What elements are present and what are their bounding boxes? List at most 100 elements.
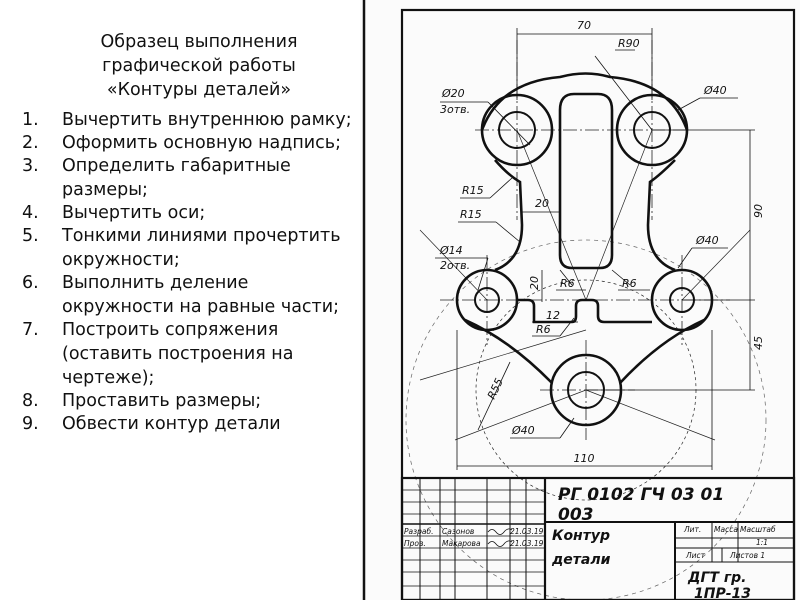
step-number: 3. [22,156,39,176]
step-number: 8. [22,391,39,411]
scale-value: 1:1 [756,538,768,547]
step-item: 6. Выполнить деление окружности на равные… [22,271,352,319]
dim-r15-a-text: R15 [462,184,484,197]
leader-d40-top [677,97,701,111]
col-scale-label: Масштаб [740,525,776,534]
dim-20-left-text: 20 [528,276,541,290]
date-check: 21.03.19 [510,539,544,548]
step-item: 2.Оформить основную надпись; [22,131,352,155]
dim-12-text: 12 [546,309,560,322]
step-text: Проставить размеры; [62,391,262,411]
hole-mid-left [474,287,500,313]
title-line-2: графической работы [102,56,296,76]
ray-6 [681,229,751,301]
group-label: ДГТ гр. [687,570,746,586]
step-text: Определить габаритные размеры; [62,156,291,200]
lower-left-arc [464,318,553,384]
dim-70-text: 70 [577,19,591,32]
step-number: 7. [22,320,39,340]
col-lit-label: Лит. [683,525,701,534]
center-lines [440,40,730,440]
role-dev: Разраб. [404,527,433,536]
leader-d40-bottom [559,417,575,439]
sheets-label: Листов 1 [729,551,765,560]
ray-3 [516,129,587,301]
signature-dev [487,528,513,535]
dim-90-text: 90 [752,204,765,218]
leader-r6-c [559,317,575,337]
date-dev: 21.03.19 [510,527,544,536]
step-text: Обвести контур детали [62,414,281,434]
role-check: Пров. [404,539,426,548]
step-number: 4. [22,203,39,223]
step-text: Тонкими линиями прочертить окружности; [62,226,341,270]
step-number: 9. [22,414,39,434]
title-block-grid [400,476,796,600]
step-text: Вычертить оси; [62,203,206,223]
step-number: 6. [22,273,39,293]
leader-r15-a [489,177,513,199]
dim-r55-text: R55 [485,376,506,401]
doc-code-line-1: РГ 0102 ГЧ 03 01 [558,485,724,505]
drawing-sheet: 70 R90 Ø20 3отв. Ø40 R15 R15 20 Ø14 2отв… [360,0,800,600]
dim-r6-b-text: R6 [622,277,637,290]
leader-d40-right [677,247,693,269]
center-slot [558,92,614,270]
technical-drawing: 70 R90 Ø20 3отв. Ø40 R15 R15 20 Ø14 2отв… [362,0,796,600]
doc-code-line-2: 003 [558,505,594,525]
inner-frame [400,8,796,600]
lower-right-arc [619,318,705,384]
step-item: 4. Вычертить оси; [22,201,352,225]
dim-d40-right-text: Ø40 [695,234,719,247]
title-block-frame [400,476,796,600]
dim-r6-a-text: R6 [560,277,575,290]
dim-d20-count-text: 3отв. [440,103,470,116]
dimension-lines [435,28,755,470]
middle-step [517,298,652,324]
leader-r90 [594,55,653,131]
step-text: Выполнить деление окружности на равные ч… [62,273,340,317]
dim-20-top-text: 20 [535,197,549,210]
step-item: 5. Тонкими линиями прочертить окружности; [22,224,352,272]
step-item: 7. Построить сопряжения (оставить построе… [22,318,352,390]
sheet-label: Лист [685,551,706,560]
steps-list: 1.Вычертить внутреннюю рамку; 2.Оформить… [22,108,352,436]
step-number: 2. [22,133,39,153]
ray-7 [419,329,587,381]
construction-arc-r90 [405,239,767,600]
leader-r15-b [495,221,521,243]
dim-r90-text: R90 [618,37,640,50]
dim-d40-top-text: Ø40 [703,84,727,97]
instructions-panel: Образец выполнения графической работы «К… [22,30,352,435]
left-neck [494,159,524,272]
dim-45-text: 45 [752,336,765,350]
part-name-line-1: Контур [552,528,610,544]
leader-r6-a [559,269,573,286]
step-number: 5. [22,226,39,246]
ray-4 [585,129,653,301]
ray-5 [419,229,488,301]
step-item: 1.Вычертить внутреннюю рамку; [22,108,352,132]
leader-d20 [487,101,531,146]
dim-110-text: 110 [574,452,595,465]
part-name-line-2: детали [551,552,611,568]
title-line-1: Образец выполнения [100,32,298,52]
step-text: Построить сопряжения (оставить построени… [62,320,294,388]
step-item: 9. Обвести контур детали [22,412,352,436]
hole-top-left [498,111,536,149]
step-item: 3. Определить габаритные размеры; [22,154,352,202]
dim-r6-c-text: R6 [536,323,551,336]
ray-1 [454,389,587,441]
dim-d14-text: Ø14 [439,244,463,257]
leader-d14 [477,257,489,291]
step-item: 8. Проставить размеры; [22,389,352,413]
col-mass-label: Масса [714,525,738,534]
leader-r55 [477,361,511,431]
construction-lines [405,129,767,600]
dim-d20-text: Ø20 [441,87,465,100]
top-outer-arc [480,72,689,131]
dim-d40-bottom-text: Ø40 [511,424,535,437]
step-text: Вычертить внутреннюю рамку; [62,110,352,130]
holes [474,111,695,409]
dim-d14-count-text: 2отв. [440,259,470,272]
